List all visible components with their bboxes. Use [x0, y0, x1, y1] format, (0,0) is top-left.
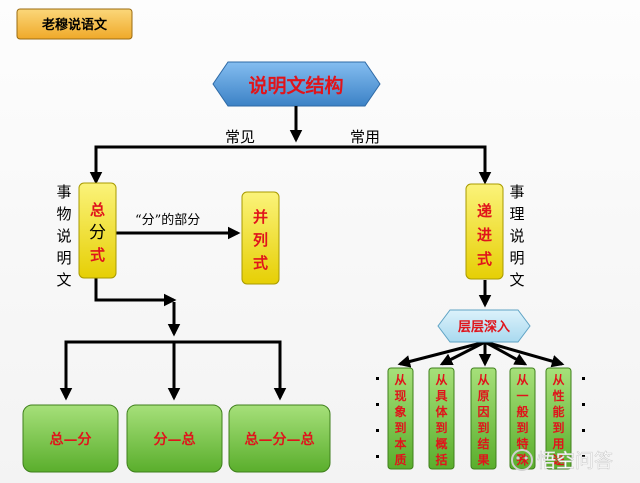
edge-label-common: 常见: [225, 128, 255, 146]
progression-char: 本: [394, 436, 406, 451]
progression-char: 括: [435, 452, 447, 467]
right-side-char: 理: [509, 205, 524, 223]
fan-arrow-5: [484, 340, 565, 368]
progression-char: 一: [516, 389, 528, 403]
zongfen-char-fen: 分: [89, 223, 106, 243]
dijin-char: 进: [477, 226, 492, 244]
zongfen-char-shi: 式: [90, 246, 105, 264]
bullet-dot: [582, 429, 585, 432]
progression-char: 现: [394, 389, 406, 403]
fan-arrow-1: [397, 340, 486, 368]
structure-box-3: 总—分—总: [228, 404, 331, 473]
progression-4: 从 一 般 到 特 殊: [509, 367, 536, 470]
left-side-char: 明: [56, 249, 71, 267]
watermark-text: 悟空问答: [537, 450, 613, 472]
progression-char: 从: [394, 373, 406, 387]
right-side-char: 文: [509, 271, 524, 289]
bullet-dot: [376, 403, 379, 406]
progression-char: 特: [516, 436, 528, 451]
progression-char: 从: [552, 373, 564, 387]
dijin-char: 式: [477, 250, 492, 268]
edge-label-often: 常用: [350, 128, 380, 146]
dijin-char: 递: [477, 202, 492, 220]
watermark-logo-icon: [511, 449, 533, 471]
title-node: 说明文结构: [212, 61, 381, 107]
bullet-dot: [582, 455, 585, 458]
progression-char: 结: [477, 436, 489, 451]
progression-5: 从 性 能 到 用 途: [545, 367, 572, 470]
progression-char: 到: [552, 420, 564, 435]
progression-3: 从 原 因 到 结 果: [470, 367, 497, 470]
fan-arrow-2: [439, 340, 486, 366]
progression-char: 般: [516, 404, 528, 419]
progression-char: 从: [516, 373, 528, 387]
right-side-char: 说: [509, 227, 524, 245]
binglie-char: 式: [253, 254, 268, 272]
left-side-char: 文: [56, 271, 71, 289]
progression-char: 途: [552, 452, 565, 467]
left-side-char: 事: [56, 183, 71, 201]
right-side-label: 事 理 说 明 文: [509, 183, 524, 289]
dijin-node: 递 进 式: [465, 183, 504, 280]
progression-char: 殊: [515, 452, 529, 467]
progression-1: 从 现 象 到 本 质: [387, 367, 414, 470]
progression-char: 到: [435, 420, 447, 435]
structure-label: 分—总: [154, 431, 196, 448]
left-side-char: 说: [56, 227, 71, 245]
structure-label: 总—分—总: [245, 431, 315, 448]
progression-char: 到: [477, 420, 489, 435]
bullet-dot: [376, 377, 379, 380]
bullet-dot: [582, 377, 585, 380]
progression-char: 果: [476, 453, 489, 467]
bullet-dot: [376, 455, 379, 458]
right-side-char: 事: [509, 183, 524, 201]
zongfen-down-path: [94, 278, 177, 307]
bullet-dot: [582, 403, 585, 406]
left-side-label: 事 物 说 明 文: [56, 183, 71, 289]
structure-box-2: 分—总: [126, 404, 223, 473]
progression-char: 体: [435, 404, 448, 419]
cengceng-node: 层层深入: [437, 309, 531, 343]
progression-char: 用: [551, 437, 564, 451]
progression-char: 概: [435, 436, 447, 451]
watermark: 悟空问答: [511, 449, 613, 472]
fen-part-label: “分”的部分: [135, 212, 200, 228]
fan-arrow-4: [484, 340, 528, 366]
progression-char: 质: [394, 452, 406, 467]
structure-box-1: 总—分: [22, 404, 119, 473]
progression-2: 从 具 体 到 概 括: [428, 367, 455, 470]
progression-char: 到: [516, 420, 528, 435]
binglie-node: 并 列 式: [241, 191, 280, 285]
badge: 老穆说语文: [16, 8, 133, 40]
progression-char: 到: [394, 420, 406, 435]
progression-char: 从: [435, 373, 447, 387]
connectors: [59, 106, 565, 401]
progression-char: 从: [477, 373, 489, 387]
cengceng-text: 层层深入: [458, 319, 510, 335]
zongfen-node: 总 分 式: [78, 182, 117, 279]
right-side-char: 明: [509, 249, 524, 267]
bullet-dots: [376, 377, 585, 458]
progression-char: 原: [477, 389, 489, 403]
progression-char: 因: [477, 404, 489, 419]
badge-text: 老穆说语文: [41, 17, 108, 33]
zongfen-char-zong: 总: [90, 201, 105, 219]
progression-char: 能: [552, 404, 564, 419]
progression-char: 性: [551, 388, 564, 403]
progression-char: 象: [394, 404, 406, 419]
structure-label: 总—分: [50, 431, 92, 448]
left-side-char: 物: [56, 205, 71, 223]
binglie-char: 列: [253, 231, 268, 249]
title-text: 说明文结构: [248, 74, 343, 97]
bullet-dot: [376, 429, 379, 432]
branch-line: [89, 145, 492, 185]
progression-char: 具: [435, 389, 447, 403]
binglie-char: 并: [253, 208, 268, 226]
